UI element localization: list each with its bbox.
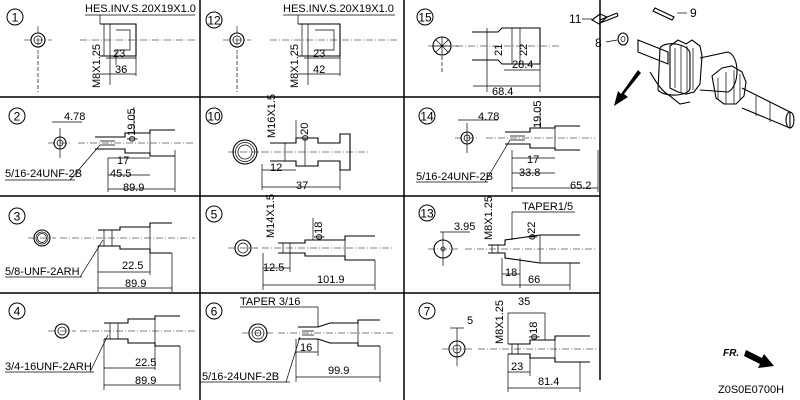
down-left-arrow-icon: [614, 70, 641, 106]
spline-spec: HES.INV.S.20X19X1.0: [85, 3, 196, 15]
dimension-23: 23: [511, 361, 523, 373]
panel-12: 12 HES.INV.S.20X19X1.0 23 42 M8X1.25: [205, 3, 398, 92]
shaft-diameter: ϕ18: [528, 322, 540, 340]
shaft-diameter: 19.05: [532, 100, 544, 128]
panel-10: 10 M16X1.5 ϕ20 12 37: [205, 94, 370, 192]
panel-6: 6 TAPER 3/16 16 99.9 5/16-24UNF-2B: [200, 296, 395, 383]
dimension-12-5: 12.5: [263, 262, 284, 274]
thread-spec: 5/16-24UNF-2B: [202, 371, 279, 383]
panel-number: 10: [207, 110, 221, 124]
panel-number: 7: [424, 305, 431, 319]
panel-number: 12: [207, 14, 221, 28]
callout-9: 9: [690, 6, 697, 20]
panel-number: 6: [211, 305, 218, 319]
thread-spec: 5/16-24UNF-2B: [5, 168, 82, 180]
front-label: FR.: [723, 348, 739, 359]
spline-spec: HES.INV.S.20X19X1.0: [283, 3, 394, 15]
thread-spec: M14X1.5: [265, 194, 277, 238]
panel-number: 5: [211, 208, 218, 222]
bore-diameter: 4.78: [478, 111, 499, 123]
thread-spec: M8X1.25: [289, 44, 301, 88]
key-part: 9: [652, 6, 697, 21]
panel-3: 3 22.5 89.9 5/8-UNF-2ARH: [5, 207, 195, 292]
dimension-17: 17: [527, 154, 539, 166]
thread-spec: 3/4-16UNF-2ARH: [5, 361, 92, 373]
callout-8: 8: [595, 36, 602, 50]
bore-diameter: 3.95: [454, 221, 475, 233]
dimension-22-5: 22.5: [135, 357, 156, 369]
dimension-42: 42: [313, 64, 325, 76]
crankshaft-exploded-view: 11 9 8: [569, 6, 795, 129]
dimension-21: 21: [493, 44, 505, 56]
panel-number: 4: [14, 305, 21, 319]
thread-spec: M16X1.5: [266, 94, 278, 138]
dimension-89-9: 89.9: [135, 375, 156, 387]
thread-spec: 5/16-24UNF-2B: [416, 171, 493, 183]
panel-4: 4 22.5 89.9 3/4-16UNF-2ARH: [5, 302, 195, 390]
panel-14: 14 4.78 19.05 17 33.8 65.2 5/16-24UNF-2B: [416, 100, 599, 192]
callout-11: 11: [569, 12, 582, 26]
dimension-36: 36: [115, 64, 127, 76]
dimension-18: 18: [505, 267, 517, 279]
bore-diameter: 4.78: [64, 111, 85, 123]
dimension-35: 35: [518, 296, 530, 308]
dimension-12: 12: [270, 162, 282, 174]
dimension-81-4: 81.4: [538, 376, 559, 388]
panel-1: 1 HES.INV.S.20X19X1.0 23 36 M8X1.25: [6, 3, 196, 92]
panel-number: 15: [418, 11, 432, 25]
dimension-66: 66: [528, 274, 540, 286]
dimension-65-2: 65.2: [570, 180, 591, 192]
dimension-23: 23: [113, 48, 125, 60]
taper-spec: TAPER1/5: [522, 201, 573, 213]
dimension-101-9: 101.9: [317, 274, 345, 286]
panel-2: 2 4.78 ϕ19.05 17 45.5 89.9 5/16-24UNF-2B: [5, 107, 195, 194]
shaft-diameter: ϕ18: [313, 222, 325, 240]
dimension-16: 16: [300, 342, 312, 354]
dimension-17: 17: [117, 155, 129, 167]
thread-spec: 5/8-UNF-2ARH: [5, 266, 80, 278]
front-direction-indicator: FR.: [723, 348, 774, 368]
grid-lines: [0, 0, 601, 400]
dimension-68-4: 68.4: [492, 86, 513, 98]
panel-15: 15 21 22 28.4 68.4: [416, 8, 560, 98]
washer-part: 8: [595, 32, 629, 50]
bolt-part: 11: [569, 12, 619, 26]
thread-spec: M8X1.25: [483, 196, 495, 240]
dimension-99-9: 99.9: [328, 365, 349, 377]
dimension-22: 22: [518, 44, 530, 56]
dimension-28-4: 28.4: [512, 59, 533, 71]
panel-7: 7 5 M8X1.25 35 ϕ18 23 81.4: [418, 296, 598, 392]
panel-number: 1: [12, 11, 19, 25]
panel-number: 2: [14, 110, 21, 124]
taper-spec: TAPER 3/16: [240, 296, 300, 308]
dimension-89-9: 89.9: [125, 278, 146, 290]
shaft-diameter: ϕ20: [299, 123, 311, 141]
dimension-37: 37: [296, 180, 308, 192]
panel-13: 13 3.95 M8X1.25 TAPER1/5 ϕ22 18 66: [418, 196, 595, 290]
panel-number: 3: [14, 210, 21, 224]
shaft-diameter: ϕ22: [526, 222, 538, 240]
dimension-23: 23: [313, 48, 325, 60]
diagram-code: Z0S0E0700H: [718, 384, 784, 396]
panel-number: 13: [420, 207, 434, 221]
thread-spec: M8X1.25: [494, 300, 506, 344]
dimension-45-5: 45.5: [110, 168, 131, 180]
dimension-89-9: 89.9: [123, 182, 144, 194]
dimension-33-8: 33.8: [519, 167, 540, 179]
thread-spec: M8X1.25: [91, 44, 103, 88]
panel-5: 5 M14X1.5 ϕ18 12.5 101.9: [205, 194, 392, 290]
dimension-22-5: 22.5: [122, 260, 143, 272]
front-arrow-icon: [744, 350, 774, 368]
shaft-diameter: ϕ19.05: [126, 108, 138, 142]
panel-number: 14: [420, 110, 434, 124]
bore-diameter: 5: [467, 315, 473, 327]
